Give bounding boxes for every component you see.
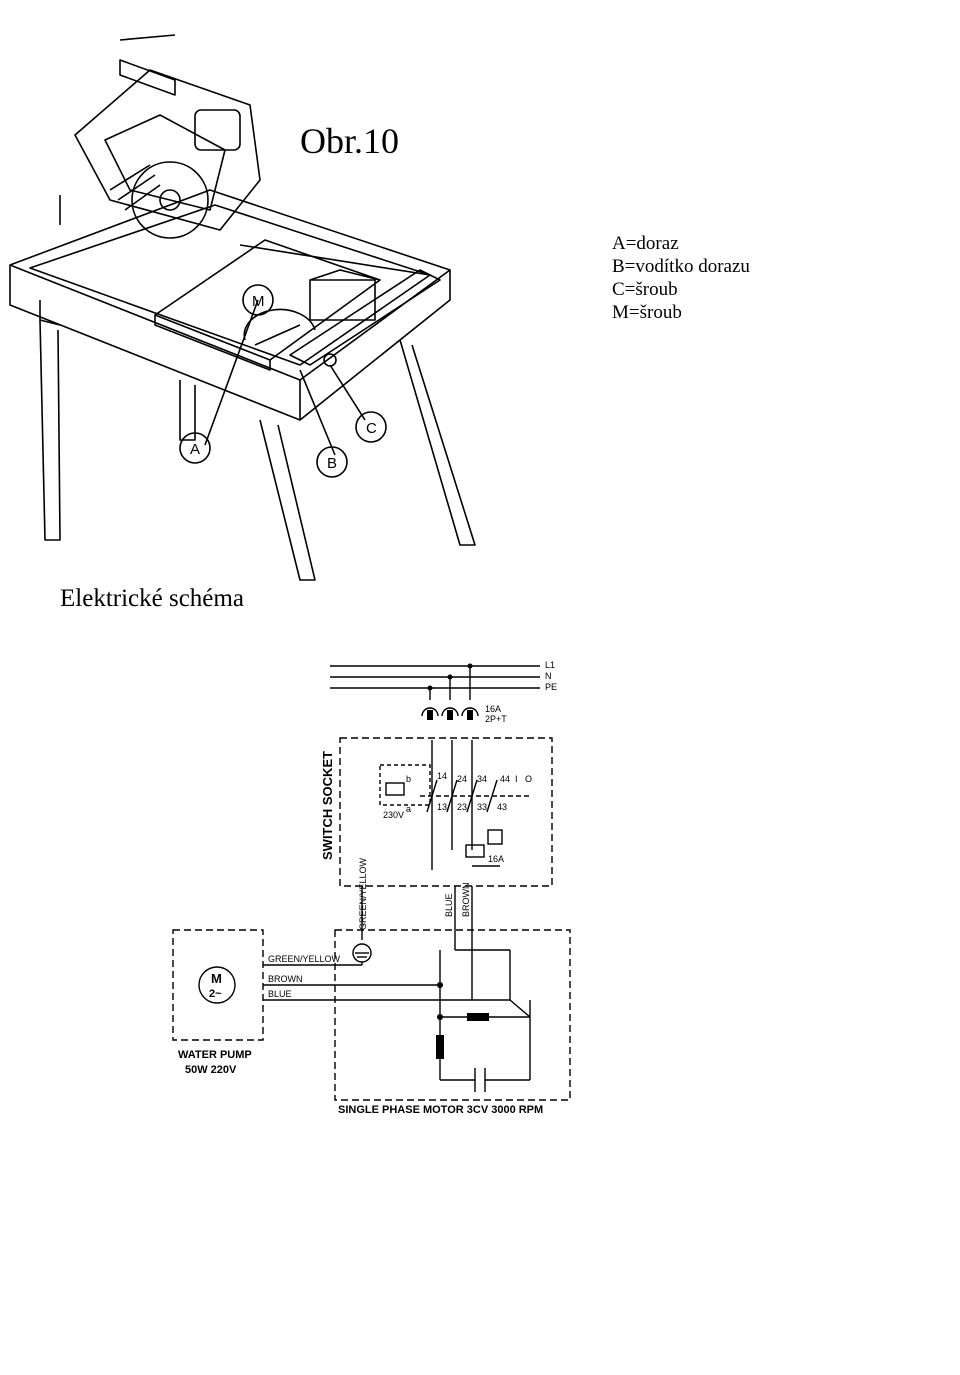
contact-34: 34 — [477, 774, 487, 784]
pump-label-line1: WATER PUMP — [178, 1049, 252, 1061]
wire-label-green-yellow: GREEN/YELLOW — [358, 857, 368, 930]
pump-motor-phase: 2~ — [209, 988, 222, 1000]
legend-item-b: B=vodítko dorazu — [612, 256, 750, 277]
pump-wire-green-yellow: GREEN/YELLOW — [268, 954, 341, 964]
wire-label-blue: BLUE — [444, 893, 454, 917]
callout-a: A — [190, 441, 200, 458]
contact-13: 13 — [437, 802, 447, 812]
contact-23: 23 — [457, 802, 467, 812]
breaker-type: 2P+T — [485, 714, 507, 724]
pump-label-line2: 50W 220V — [185, 1064, 237, 1076]
switch-socket-label: SWITCH SOCKET — [320, 751, 335, 860]
legend-item-a: A=doraz — [612, 233, 679, 254]
section-title: Elektrické schéma — [60, 585, 244, 612]
contact-b: b — [406, 774, 411, 784]
contact-24: 24 — [457, 774, 467, 784]
line-pe: PE — [545, 682, 557, 692]
motor-label: SINGLE PHASE MOTOR 3CV 3000 RPM — [338, 1104, 543, 1116]
figure-title: Obr.10 — [300, 121, 399, 161]
legend: A=doraz B=vodítko dorazu C=šroub M=šroub — [612, 232, 750, 324]
callout-c: C — [366, 420, 377, 437]
legend-item-c: C=šroub — [612, 279, 678, 300]
contact-44: 44 — [500, 774, 510, 784]
switch-on: I — [515, 774, 518, 784]
pump-wire-brown: BROWN — [268, 974, 303, 984]
pump-wire-blue: BLUE — [268, 989, 292, 999]
pump-motor-symbol: M — [211, 971, 222, 986]
contact-43: 43 — [497, 802, 507, 812]
switch-off: O — [525, 774, 532, 784]
legend-item-m: M=šroub — [612, 302, 682, 323]
contact-14: 14 — [437, 771, 447, 781]
breaker-rating: 16A — [485, 704, 501, 714]
line-l1: L1 — [545, 660, 555, 670]
callout-b: B — [327, 455, 337, 472]
coil-voltage: 230V — [383, 810, 404, 820]
wire-label-brown: BROWN — [461, 883, 471, 918]
socket-rating: 16A — [488, 854, 504, 864]
contact-33: 33 — [477, 802, 487, 812]
line-n: N — [545, 671, 552, 681]
callout-m: M — [252, 293, 265, 310]
contact-a: a — [406, 804, 411, 814]
